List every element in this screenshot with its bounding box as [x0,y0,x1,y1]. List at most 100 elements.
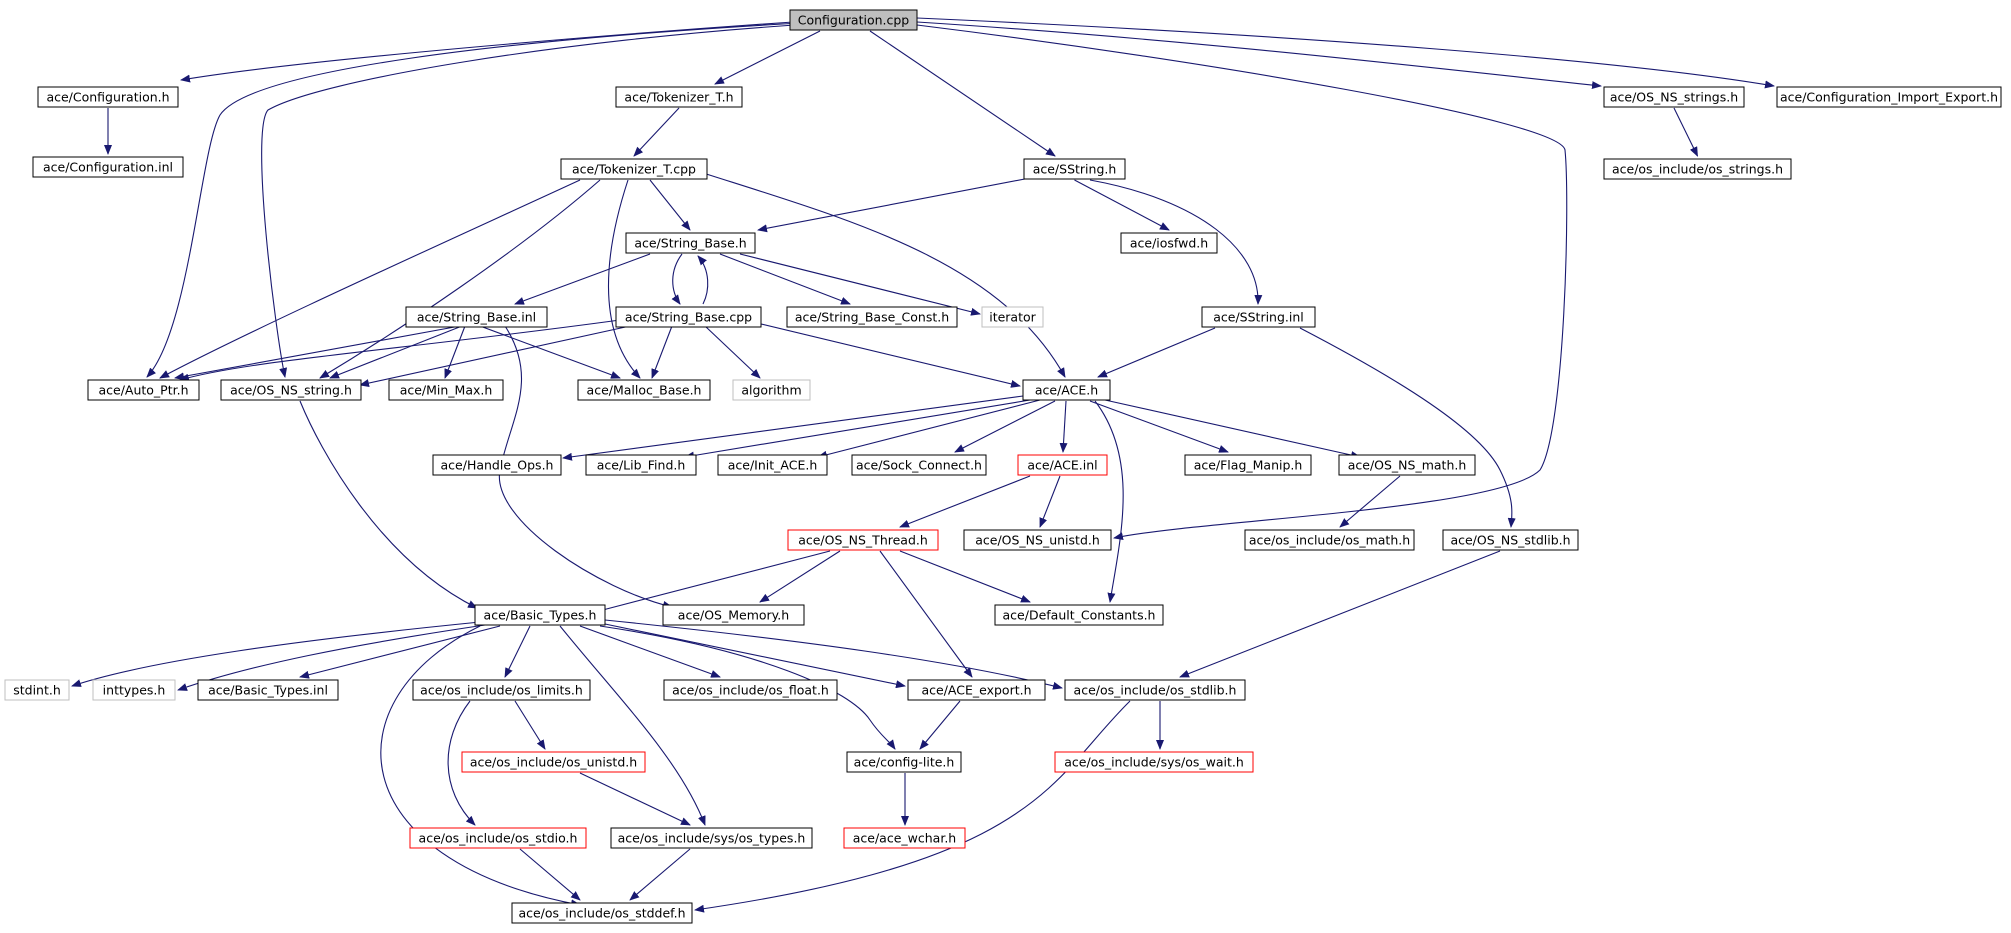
node-label: inttypes.h [103,683,166,698]
edge-ace_h-to-default_constants [1094,400,1124,603]
node-label: ace/OS_Memory.h [678,608,789,623]
node-sbc_h[interactable]: ace/String_Base_Const.h [786,306,958,328]
edge-sstring_h-to-iosfwd [1074,179,1170,231]
edge-tokT_cpp-to-sb_h [649,179,691,231]
node-label: ace/os_include/os_stdio.h [419,831,578,846]
node-iterator[interactable]: iterator [981,306,1044,328]
edge-os_limits-to-os_stdio [447,700,476,826]
node-box [1338,454,1476,476]
edge-sb_cpp-to-algorithm [704,325,761,379]
node-box [963,529,1112,551]
node-box [197,679,339,701]
node-flag_manip[interactable]: ace/Flag_Manip.h [1184,454,1312,476]
edge-ace_inl-to-osns_unistd [1039,475,1061,528]
node-os_wait[interactable]: ace/os_include/sys/os_wait.h [1054,751,1254,773]
node-os_float[interactable]: ace/os_include/os_float.h [663,679,838,701]
node-box [409,827,587,849]
node-box [32,156,184,178]
node-box [981,306,1044,328]
node-label: ace/Basic_Types.inl [208,683,328,698]
node-os_stddef[interactable]: ace/os_include/os_stddef.h [511,902,693,924]
node-osns_strings[interactable]: ace/OS_NS_strings.h [1603,86,1745,108]
node-osns_stdlib[interactable]: ace/OS_NS_stdlib.h [1442,529,1579,551]
node-basic_types[interactable]: ace/Basic_Types.h [474,604,606,626]
node-os_memory[interactable]: ace/OS_Memory.h [662,604,805,626]
node-box [461,751,646,773]
node-ace_inl[interactable]: ace/ACE.inl [1017,454,1108,476]
node-label: ace/config-lite.h [854,755,955,770]
node-os_strings[interactable]: ace/os_include/os_strings.h [1603,158,1792,180]
node-lib_find[interactable]: ace/Lib_Find.h [585,454,697,476]
node-min_max[interactable]: ace/Min_Max.h [388,379,504,401]
edge-os_unistd-to-os_types [579,772,691,826]
node-tokT_h[interactable]: ace/Tokenizer_T.h [615,86,743,108]
edge-sb_inl-to-min_max [444,325,466,379]
node-osns_string[interactable]: ace/OS_NS_string.h [220,379,362,401]
node-sstring_h[interactable]: ace/SString.h [1023,158,1126,180]
node-os_stdlib[interactable]: ace/os_include/os_stdlib.h [1064,679,1246,701]
node-box [92,679,176,701]
node-inttypes[interactable]: inttypes.h [92,679,176,701]
node-sock_connect[interactable]: ace/Sock_Connect.h [851,454,987,476]
node-label: ace/Configuration.inl [43,160,173,175]
node-sb_h[interactable]: ace/String_Base.h [625,232,756,254]
node-malloc_base[interactable]: ace/Malloc_Base.h [577,379,711,401]
edge-tokT_cpp-to-auto_ptr [159,179,581,379]
node-box [4,679,70,701]
edge-os_stdio-to-os_stddef [519,848,581,901]
node-box [1184,454,1312,476]
edge-os_types-to-os_stddef [629,848,691,901]
edge-basic_types-to-os_limits [504,625,531,678]
node-conf_h[interactable]: ace/Configuration.h [37,86,179,108]
node-stdint[interactable]: stdint.h [4,679,70,701]
node-box [37,86,179,108]
node-tokT_cpp[interactable]: ace/Tokenizer_T.cpp [560,158,708,180]
node-box [717,454,828,476]
node-config_lite[interactable]: ace/config-lite.h [846,751,962,773]
node-label: ace/os_include/os_math.h [1249,533,1410,548]
node-auto_ptr[interactable]: ace/Auto_Ptr.h [87,379,200,401]
node-ace_h[interactable]: ace/ACE.h [1022,379,1111,401]
node-label: ace/Tokenizer_T.h [624,90,733,105]
node-os_unistd[interactable]: ace/os_include/os_unistd.h [461,751,646,773]
node-os_limits[interactable]: ace/os_include/os_limits.h [412,679,591,701]
node-algorithm[interactable]: algorithm [732,379,811,401]
node-sb_cpp[interactable]: ace/String_Base.cpp [615,306,762,328]
node-box [1120,232,1218,254]
node-label: ace/OS_NS_stdlib.h [1450,533,1570,548]
edge-sb_cpp-to-sb_h [697,255,709,305]
node-init_ace[interactable]: ace/Init_ACE.h [717,454,828,476]
node-osns_thread[interactable]: ace/OS_NS_Thread.h [787,529,939,551]
node-box [1244,529,1415,551]
edge-basic_types-to-stdint [71,621,481,687]
node-handle_ops[interactable]: ace/Handle_Ops.h [432,454,562,476]
node-label: ace/OS_NS_math.h [1348,458,1467,473]
node-os_types[interactable]: ace/os_include/sys/os_types.h [610,827,813,849]
node-label: ace/os_include/os_strings.h [1612,162,1783,177]
edge-ace_inl-to-osns_thread [899,475,1031,528]
node-cie[interactable]: ace/Configuration_Import_Export.h [1776,86,2002,108]
node-sstring_inl[interactable]: ace/SString.inl [1201,306,1316,328]
node-osns_math[interactable]: ace/OS_NS_math.h [1338,454,1476,476]
node-ace_export[interactable]: ace/ACE_export.h [907,679,1046,701]
node-label: ace/ACE.inl [1027,458,1097,473]
node-label: ace/os_include/sys/os_wait.h [1064,755,1244,770]
edge-osns_thread-to-default_constants [899,550,1031,603]
node-osns_unistd[interactable]: ace/OS_NS_unistd.h [963,529,1112,551]
node-label: ace/String_Base.inl [417,310,536,325]
node-box [412,679,591,701]
node-sb_inl[interactable]: ace/String_Base.inl [405,306,548,328]
edge-root-to-sstring_h [869,30,1056,157]
node-label: ace/SString.inl [1213,310,1304,325]
node-default_constants[interactable]: ace/Default_Constants.h [994,604,1164,626]
node-label: ace/Handle_Ops.h [441,458,554,473]
node-label: ace/OS_NS_string.h [230,383,352,398]
node-conf_inl[interactable]: ace/Configuration.inl [32,156,184,178]
edge-sb_cpp-to-ace_h [760,323,1021,388]
node-bt_inl[interactable]: ace/Basic_Types.inl [197,679,339,701]
node-os_math[interactable]: ace/os_include/os_math.h [1244,529,1415,551]
node-root[interactable]: Configuration.cpp [789,9,918,31]
node-os_stdio[interactable]: ace/os_include/os_stdio.h [409,827,587,849]
node-iosfwd[interactable]: ace/iosfwd.h [1120,232,1218,254]
node-ace_wchar[interactable]: ace/ace_wchar.h [843,827,966,849]
